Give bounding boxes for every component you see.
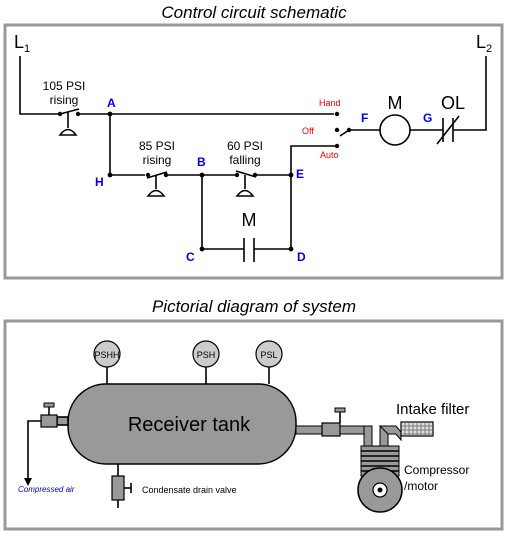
drain-valve xyxy=(111,475,125,501)
pressure-switch-60 xyxy=(234,170,258,197)
selector-off: Off xyxy=(302,126,314,136)
l2-wire xyxy=(453,56,487,131)
node-a: A xyxy=(107,96,116,110)
node-b: B xyxy=(197,155,206,169)
schematic-title: Control circuit schematic xyxy=(161,3,347,22)
overload-label: OL xyxy=(441,93,465,113)
hand-off-auto-selector xyxy=(334,111,352,149)
seal-contact-label: M xyxy=(242,210,257,230)
node-c: C xyxy=(186,250,195,264)
l2-label: L2 xyxy=(476,32,492,55)
psh-85-action: rising xyxy=(143,153,172,167)
wire-e-auto xyxy=(257,145,336,176)
schematic-frame xyxy=(3,23,504,280)
l1-wire xyxy=(19,56,58,115)
intake-filter-label: Intake filter xyxy=(396,401,469,418)
compressor-label-2: /motor xyxy=(404,479,438,493)
outlet-valve xyxy=(40,414,58,428)
pictorial-title: Pictorial diagram of system xyxy=(152,297,356,316)
node-e: E xyxy=(296,167,304,181)
node-d: D xyxy=(297,250,306,264)
psl-60-value: 60 PSI xyxy=(227,139,263,153)
compressed-air-label: Compressed air xyxy=(18,485,75,494)
node-g: G xyxy=(423,111,432,125)
gauge-pshh: PSHH xyxy=(93,340,121,368)
l1-label: L1 xyxy=(14,32,30,55)
psh-105-value: 105 PSI xyxy=(43,79,86,93)
drain-valve-label: Condensate drain valve xyxy=(142,485,237,495)
node-h: H xyxy=(95,175,104,189)
gauge-psh: PSH xyxy=(192,340,220,368)
node-f: F xyxy=(361,111,368,125)
selector-auto: Auto xyxy=(320,150,339,160)
svg-text:PSL: PSL xyxy=(260,350,277,360)
tank-label: Receiver tank xyxy=(128,414,251,436)
pressure-switch-85 xyxy=(145,171,169,197)
psh-85-value: 85 PSI xyxy=(139,139,175,153)
motor-label: M xyxy=(388,93,403,113)
compressor-label-1: Compressor xyxy=(404,463,469,477)
psh-105-action: rising xyxy=(50,93,79,107)
inlet-valve xyxy=(321,422,341,437)
svg-text:PSHH: PSHH xyxy=(94,350,119,360)
psl-60-action: falling xyxy=(229,153,260,167)
svg-text:PSH: PSH xyxy=(197,350,216,360)
selector-hand: Hand xyxy=(319,98,341,108)
pressure-switch-105 xyxy=(57,108,81,136)
gauge-psl: PSL xyxy=(255,340,283,368)
